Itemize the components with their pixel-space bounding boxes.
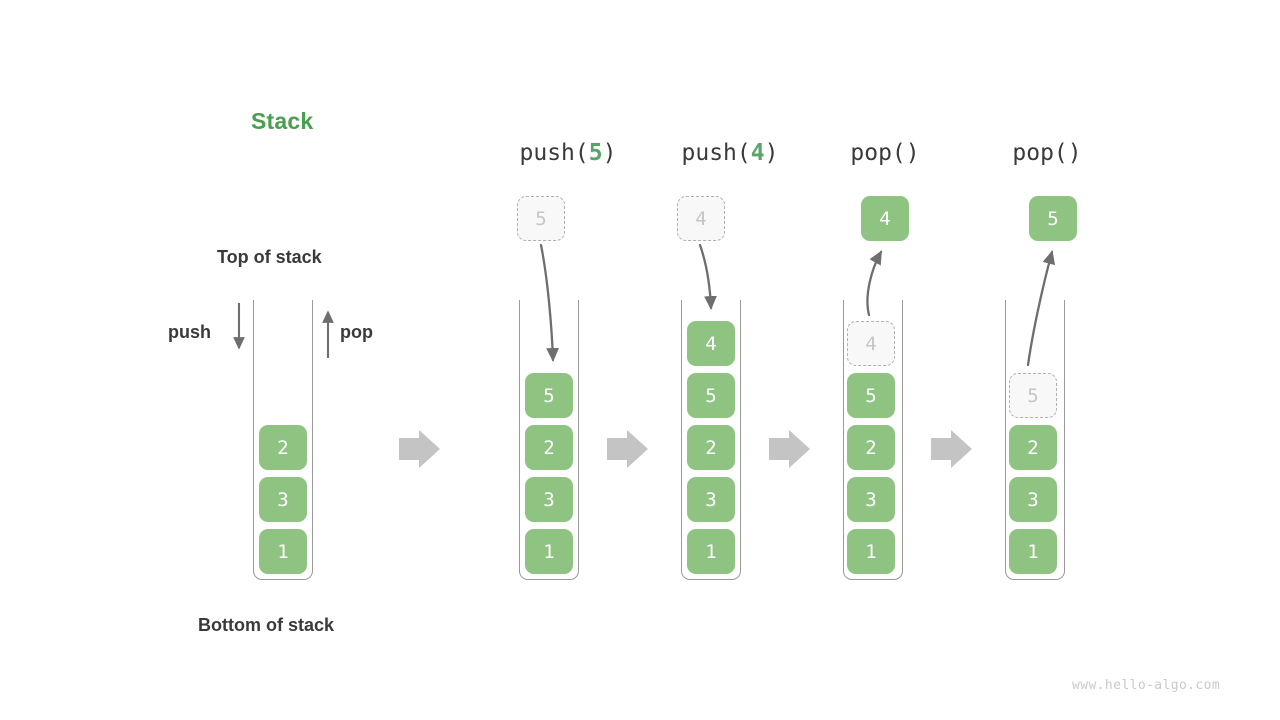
step-arrow (769, 430, 810, 468)
operation-caption-push-4: push(4) (681, 140, 779, 166)
stack-container-push-4 (681, 300, 741, 580)
stack-cell: 2 (847, 425, 895, 470)
stack-cell: 1 (687, 529, 735, 574)
stack-cell: 3 (687, 477, 735, 522)
stack-cell: 4 (687, 321, 735, 366)
popped-cell-pop-2: 5 (1029, 196, 1077, 241)
caption-fn: push( (519, 140, 589, 166)
floating-ghost-cell-push-4: 4 (677, 196, 725, 241)
stack-cell: 1 (1009, 529, 1057, 574)
floating-ghost-cell-push-5: 5 (517, 196, 565, 241)
stack-cell: 1 (525, 529, 573, 574)
caption-close: ) (764, 140, 779, 166)
push-label: push (168, 322, 211, 342)
operation-caption-pop-1: pop() (843, 140, 927, 166)
stack-cell: 3 (525, 477, 573, 522)
stack-cell: 1 (847, 529, 895, 574)
caption-close: ) (1067, 140, 1082, 166)
stack-cell: 5 (525, 373, 573, 418)
stack-cell: 3 (1009, 477, 1057, 522)
page-title: Stack (251, 108, 314, 134)
stack-ghost-cell-pop-1: 4 (847, 321, 895, 366)
stack-container-pop-1 (843, 300, 903, 580)
stack-cell: 2 (1009, 425, 1057, 470)
caption-fn: push( (681, 140, 751, 166)
operation-caption-push-5: push(5) (519, 140, 617, 166)
watermark: www.hello-algo.com (1072, 678, 1221, 693)
top-of-stack-label: Top of stack (217, 247, 322, 267)
caption-arg: 5 (588, 140, 603, 166)
push-4-motion-arrow (698, 243, 717, 310)
stack-cell: 5 (847, 373, 895, 418)
caption-arg: 4 (750, 140, 765, 166)
stack-cell: 3 (847, 477, 895, 522)
pop-label: pop (340, 322, 373, 342)
caption-close: ) (905, 140, 920, 166)
stack-cell: 2 (687, 425, 735, 470)
bottom-of-stack-label: Bottom of stack (198, 615, 335, 635)
caption-fn: pop( (850, 140, 906, 166)
caption-close: ) (602, 140, 617, 166)
step-arrow (399, 430, 440, 468)
operation-caption-pop-2: pop() (1005, 140, 1089, 166)
popped-cell-pop-1: 4 (861, 196, 909, 241)
stack-container-pop-2 (1005, 300, 1065, 580)
step-arrow (607, 430, 648, 468)
caption-fn: pop( (1012, 140, 1068, 166)
stack-cell: 2 (259, 425, 307, 470)
stack-container-initial (253, 300, 313, 580)
stack-ghost-cell-pop-2: 5 (1009, 373, 1057, 418)
step-arrow (931, 430, 972, 468)
stack-cell: 2 (525, 425, 573, 470)
stack-container-push-5 (519, 300, 579, 580)
stack-cell: 5 (687, 373, 735, 418)
stack-cell: 3 (259, 477, 307, 522)
stack-cell: 1 (259, 529, 307, 574)
